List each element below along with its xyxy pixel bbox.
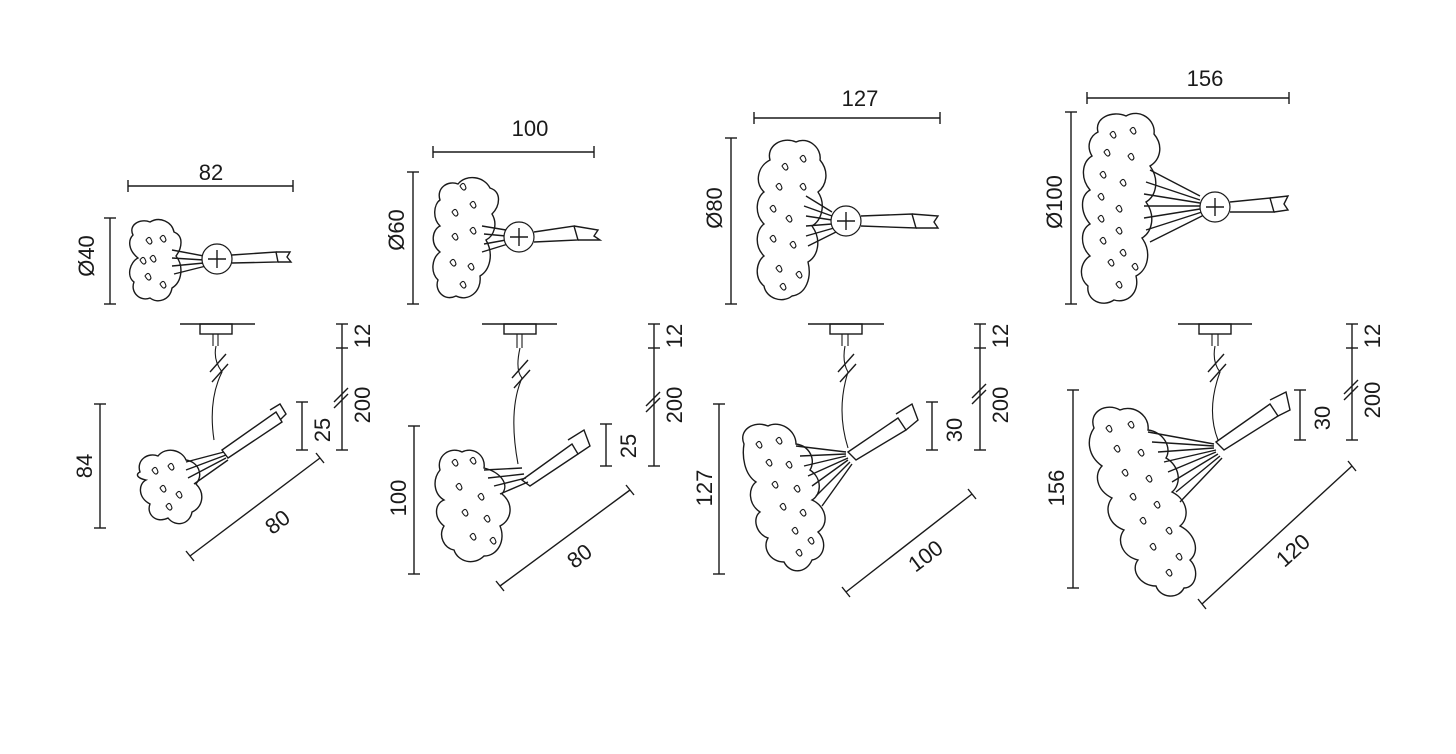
dim-body-offset: 30 — [942, 418, 967, 442]
model-1-side-view: 12 200 25 84 80 — [72, 323, 375, 562]
dim-top-width: 100 — [512, 116, 549, 141]
dim-cable-length: 200 — [988, 387, 1013, 424]
dim-side-height: 100 — [386, 480, 411, 517]
lamp-foliage-outline — [128, 218, 182, 302]
model-2-side-view: 12 200 25 100 80 — [386, 323, 687, 592]
lamp-foliage-side — [434, 449, 511, 563]
model-3-top-view: 127 Ø80 — [702, 86, 941, 305]
dim-top-diameter: Ø100 — [1042, 175, 1067, 229]
dim-body-offset: 25 — [310, 418, 335, 442]
dim-diagonal-length: 100 — [903, 535, 947, 577]
dim-diagonal-length: 80 — [562, 539, 597, 574]
dim-ceiling-height: 12 — [350, 324, 375, 348]
dim-side-height: 156 — [1044, 470, 1069, 507]
dim-body-offset: 25 — [616, 434, 641, 458]
dim-ceiling-height: 12 — [662, 324, 687, 348]
model-4-top-view: 156 Ø100 — [1042, 66, 1290, 305]
dim-top-width: 127 — [842, 86, 879, 111]
dim-ceiling-height: 12 — [988, 324, 1013, 348]
dim-cable-length: 200 — [1360, 382, 1385, 419]
lamp-foliage-side — [742, 423, 826, 572]
dim-top-width: 156 — [1187, 66, 1224, 91]
dim-ceiling-height: 12 — [1360, 324, 1385, 348]
dim-side-height: 127 — [692, 470, 717, 507]
dim-cable-length: 200 — [350, 387, 375, 424]
lamp-foliage-outline — [1080, 112, 1161, 304]
lamp-foliage-side — [1088, 406, 1197, 597]
lamp-foliage-side — [136, 449, 203, 525]
dim-top-width: 82 — [199, 160, 223, 185]
dim-top-diameter: Ø40 — [74, 235, 99, 277]
dim-side-height: 84 — [72, 454, 97, 478]
dim-diagonal-length: 80 — [260, 505, 295, 540]
dim-body-offset: 30 — [1310, 406, 1335, 430]
model-3-side-view: 12 200 30 127 100 — [692, 323, 1013, 598]
lamp-foliage-outline — [756, 139, 827, 301]
model-2-top-view: 100 Ø60 — [384, 116, 603, 305]
model-4-side-view: 12 200 30 156 120 — [1044, 323, 1385, 610]
dim-top-diameter: Ø80 — [702, 187, 727, 229]
lamp-foliage-outline — [432, 177, 500, 299]
dim-top-diameter: Ø60 — [384, 209, 409, 251]
dim-cable-length: 200 — [662, 387, 687, 424]
model-1-top-view: 82 Ø40 — [74, 160, 294, 305]
